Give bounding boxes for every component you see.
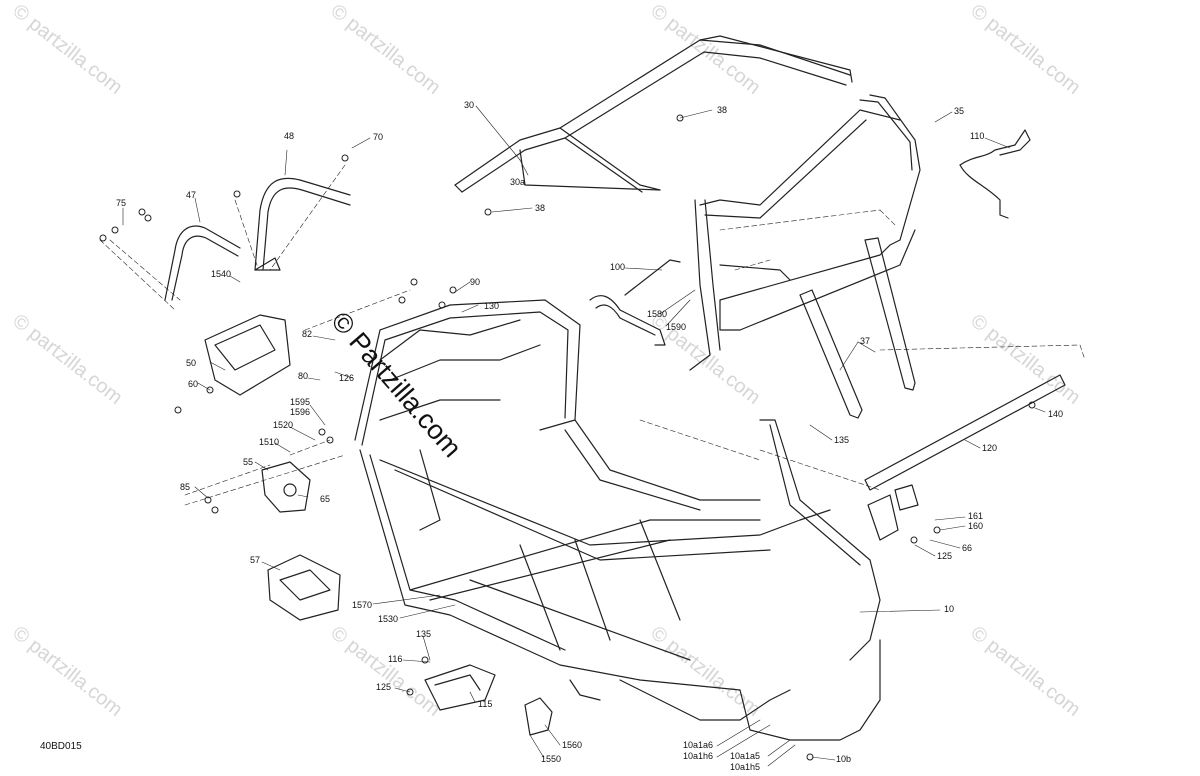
callout-35: 35 — [954, 106, 965, 116]
callout-65: 65 — [320, 494, 331, 504]
callout-30: 30 — [464, 100, 475, 110]
callout-47: 47 — [186, 190, 197, 200]
callout-75: 75 — [116, 198, 127, 208]
mount-57 — [267, 554, 341, 621]
callout-48: 48 — [284, 131, 295, 141]
callout-1560: 1560 — [562, 740, 583, 750]
callout-1540: 1540 — [211, 269, 232, 279]
callout-10a1a5: 10a1a5 — [730, 751, 761, 761]
mount-115 — [424, 664, 496, 711]
callout-80: 80 — [298, 371, 309, 381]
callout-30a: 30a — [510, 177, 526, 187]
main-frame — [354, 299, 881, 741]
callout-1580: 1580 — [647, 309, 668, 319]
mount-55 — [261, 461, 311, 513]
callout-85: 85 — [180, 482, 191, 492]
callout-1510: 1510 — [259, 437, 280, 447]
callout-90: 90 — [470, 277, 481, 287]
callout-1550: 1550 — [541, 754, 562, 764]
callout-38: 38 — [717, 105, 728, 115]
callout-115: 115 — [478, 699, 493, 709]
callout-10a1a6: 10a1a6 — [683, 740, 714, 750]
callout-130: 130 — [484, 301, 500, 311]
assembly-lines — [99, 164, 1086, 506]
hardware — [99, 114, 1036, 761]
callout-116: 116 — [388, 654, 403, 664]
callout-10a1h6: 10a1h6 — [683, 751, 714, 761]
callout-37: 37 — [860, 336, 871, 346]
bracket-50 — [204, 314, 291, 396]
callout-126: 126 — [339, 373, 355, 383]
callout-1590: 1590 — [666, 322, 687, 332]
callout-125: 125 — [937, 551, 953, 561]
callout-1596: 1596 — [290, 407, 311, 417]
front-frame-details — [379, 319, 541, 531]
callout-161: 161 — [968, 511, 984, 521]
callout-55: 55 — [243, 457, 254, 467]
callout-135: 135 — [416, 629, 432, 639]
diagram-code: 40BD015 — [40, 741, 82, 752]
callout-100: 100 — [610, 262, 626, 272]
grab-handles — [589, 129, 1031, 346]
callout-66: 66 — [962, 543, 973, 553]
callout-70: 70 — [373, 132, 384, 142]
front-hoops — [164, 177, 351, 301]
roll-cage-roof — [454, 35, 921, 241]
bar-120 — [864, 374, 1066, 491]
callout-38: 38 — [535, 203, 546, 213]
rear-cage — [689, 109, 916, 371]
callout-110: 110 — [970, 131, 985, 141]
callout-10: 10 — [944, 604, 955, 614]
callout-1530: 1530 — [378, 614, 399, 624]
callout-57: 57 — [250, 555, 261, 565]
callout-120: 120 — [982, 443, 998, 453]
callout-135: 135 — [834, 435, 850, 445]
callout-140: 140 — [1048, 409, 1064, 419]
callout-125: 125 — [376, 682, 392, 692]
callout-1570: 1570 — [352, 600, 373, 610]
rear-braces — [799, 237, 916, 419]
bracket-161 — [867, 484, 919, 541]
callout-50: 50 — [186, 358, 197, 368]
callout-1520: 1520 — [273, 420, 294, 430]
callout-10a1h5: 10a1h5 — [730, 762, 761, 772]
callout-10b: 10b — [836, 754, 852, 764]
mount-1560 — [524, 697, 553, 736]
callout-82: 82 — [302, 329, 313, 339]
callout-60: 60 — [188, 379, 199, 389]
callout-1595: 1595 — [290, 397, 311, 407]
callout-160: 160 — [968, 521, 984, 531]
leader-lines — [122, 105, 1046, 767]
